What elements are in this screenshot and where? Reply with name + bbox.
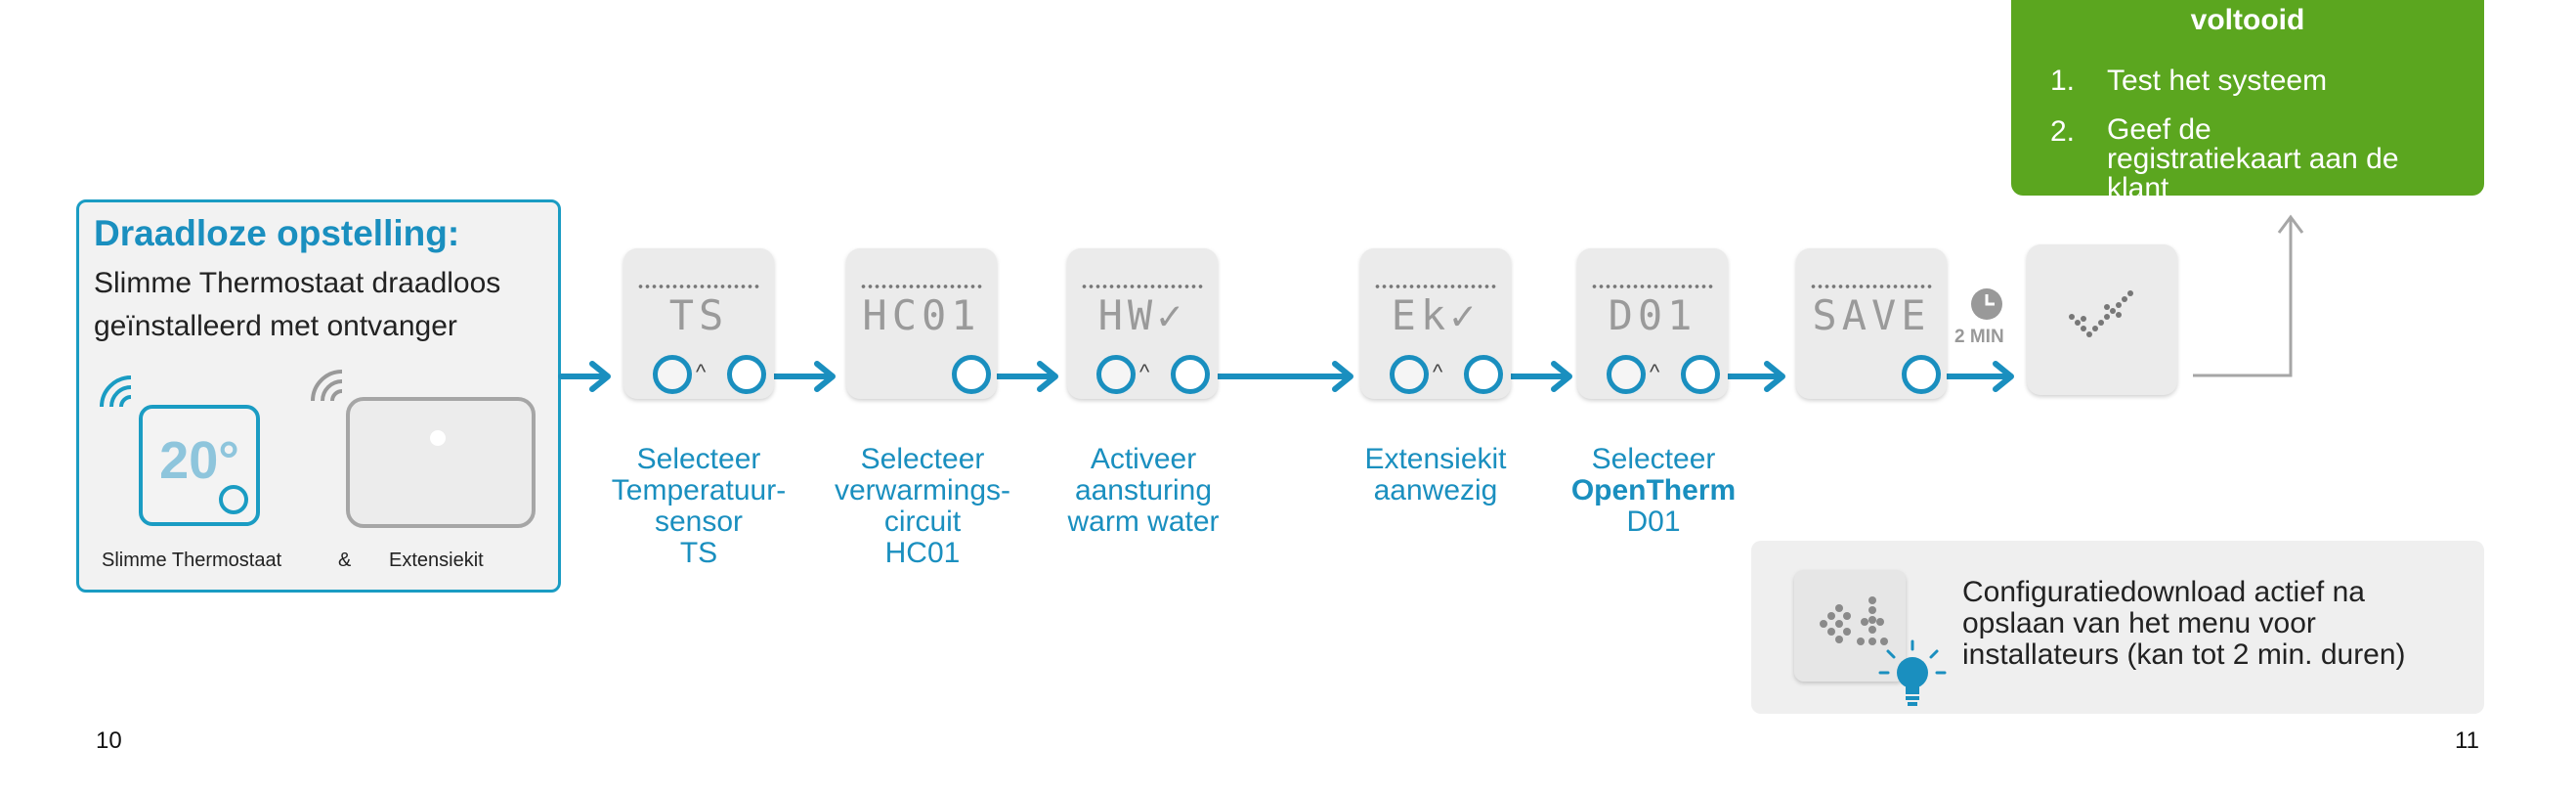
- return-arrow: [2193, 214, 2304, 377]
- knob-right: [952, 355, 991, 394]
- completion-step-number: 1.: [2050, 65, 2076, 97]
- knob-left: [653, 355, 692, 394]
- caption-extension: Extensiekit: [389, 550, 484, 571]
- page-number-left: 10: [96, 727, 122, 754]
- display-dots: [860, 282, 983, 291]
- caption-thermostat: Slimme Thermostaat: [102, 550, 282, 571]
- download-device-tile: [1794, 570, 1906, 682]
- setup-description: Slimme Thermostaat draadloos geïnstallee…: [94, 267, 501, 342]
- knob-right: [1171, 355, 1210, 394]
- display-text: D01: [1608, 291, 1697, 339]
- knob-right: [1464, 355, 1503, 394]
- display-dots: [1374, 282, 1497, 291]
- knob-right: [1902, 355, 1941, 394]
- wireless-icon: [100, 375, 132, 408]
- display-text: HW✓: [1097, 291, 1187, 339]
- display-text: SAVE: [1812, 291, 1931, 339]
- completion-step-text: Test het systeem: [2107, 65, 2328, 97]
- timer-label: 2 MIN: [1954, 327, 2004, 347]
- display-dots: [1591, 282, 1714, 291]
- extension-led: [430, 430, 446, 446]
- chevron-up-icon: ^: [1139, 360, 1150, 384]
- knob-left: [1096, 355, 1136, 394]
- wireless-icon: [311, 370, 343, 402]
- completion-step-text: Geef de registratiekaart aan de klant: [2107, 113, 2399, 204]
- display-text: HC01: [862, 291, 981, 339]
- setup-title: Draadloze opstelling:: [94, 213, 460, 253]
- chevron-up-icon: ^: [696, 360, 707, 384]
- display-dots: [1081, 282, 1204, 291]
- completion-box: [2011, 0, 2484, 196]
- display-dots: [1810, 282, 1933, 291]
- caption-ampersand: &: [338, 550, 352, 571]
- clock-icon: [1971, 288, 2002, 320]
- knob-left: [1390, 355, 1429, 394]
- page-number-right: 11: [2455, 727, 2479, 754]
- completion-step-number: 2.: [2050, 115, 2076, 148]
- chevron-up-icon: ^: [1433, 360, 1443, 384]
- device-tile-check: [2027, 244, 2177, 395]
- checkmark-icon: [2069, 290, 2133, 337]
- download-arrows-icon: [1820, 596, 1888, 645]
- thermostat-knob: [219, 485, 248, 514]
- display-text: TS: [668, 291, 729, 339]
- display-dots: [637, 282, 760, 291]
- knob-right: [1681, 355, 1720, 394]
- chevron-up-icon: ^: [1650, 360, 1660, 384]
- tip-text: Configuratiedownload actief na opslaan v…: [1962, 576, 2406, 671]
- knob-left: [1607, 355, 1646, 394]
- extension-kit-device: [346, 397, 536, 528]
- display-text: Ek✓: [1391, 291, 1481, 339]
- thermostat-temperature: 20°: [159, 431, 239, 490]
- knob-right: [727, 355, 766, 394]
- completion-title: voltooid: [2190, 4, 2305, 36]
- lightbulb-icon: [1878, 639, 1947, 706]
